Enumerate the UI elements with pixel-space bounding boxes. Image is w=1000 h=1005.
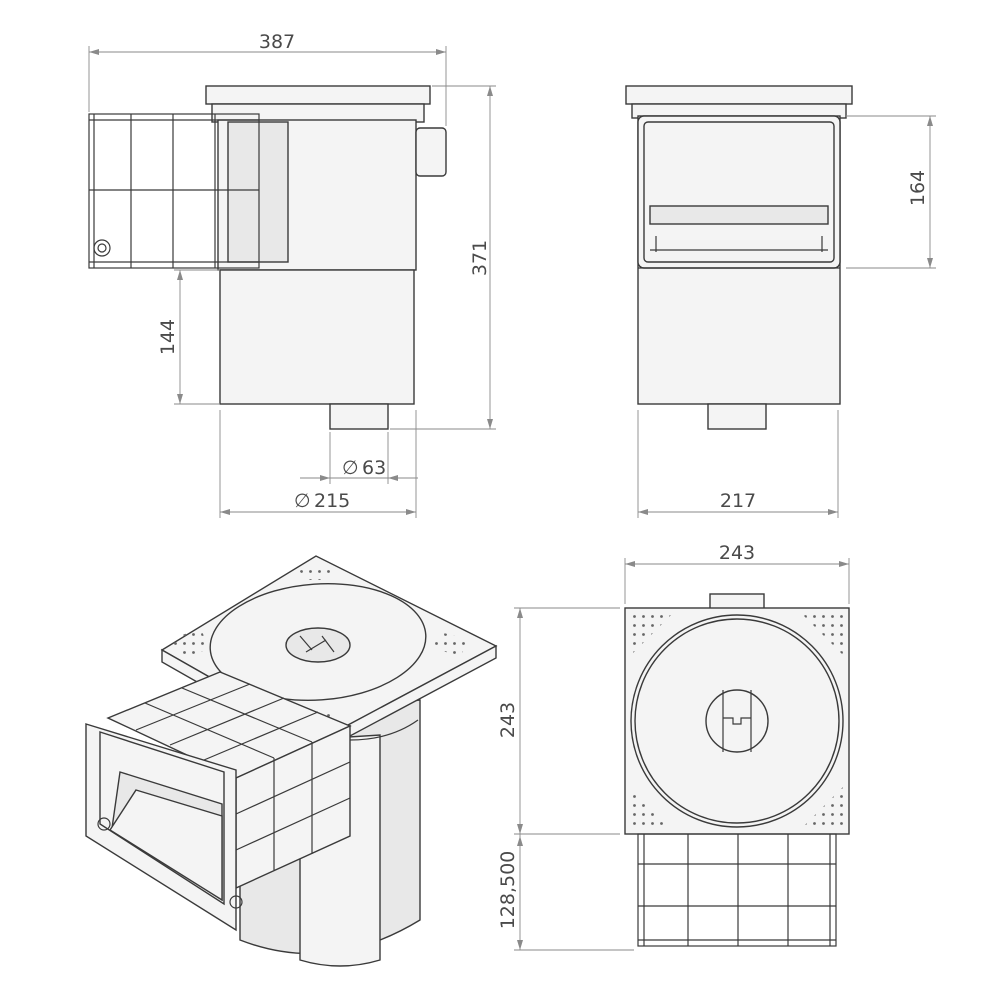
side-lower-body [219,269,415,405]
side-bottom-pipe [329,403,389,430]
dim-pipe-diameter: 63 [362,457,386,479]
dim-body-diameter-symbol: ∅ [294,490,311,512]
dim-side-height: 371 [469,240,491,276]
front-bottom-pipe [707,403,767,430]
dim-side-body-height: 144 [157,319,179,355]
front-mouth-inner [643,121,835,263]
front-lid [625,85,853,105]
side-basket [88,113,260,269]
top-lid-handle [705,689,769,753]
side-outlet [415,127,447,177]
top-view [624,593,850,947]
front-dimensions: 217 164 [637,115,936,518]
dim-top-width: 243 [719,542,755,564]
iso-flap-face [109,789,223,902]
dim-front-opening-height: 164 [907,170,929,206]
dim-top-basket-depth: 128,500 [497,851,519,930]
side-bolt [93,239,111,257]
side-view [88,85,447,430]
isometric-view [85,555,498,967]
dim-top-depth: 243 [497,702,519,738]
iso-bolt-left [97,817,111,831]
side-lid [205,85,431,105]
dim-side-width: 387 [259,31,295,53]
iso-bolt-right [229,895,243,909]
front-view [625,85,853,430]
dim-front-width: 217 [720,490,756,512]
side-flap [227,121,289,263]
front-flap [649,205,829,225]
top-basket [637,833,837,947]
side-dimensions: 387 371 144 ∅ 63 ∅ 215 [88,31,496,518]
top-dimensions: 243 243 128,500 [497,542,850,951]
dim-pipe-diameter-symbol: ∅ [342,457,359,479]
dim-body-diameter: 215 [314,490,350,512]
